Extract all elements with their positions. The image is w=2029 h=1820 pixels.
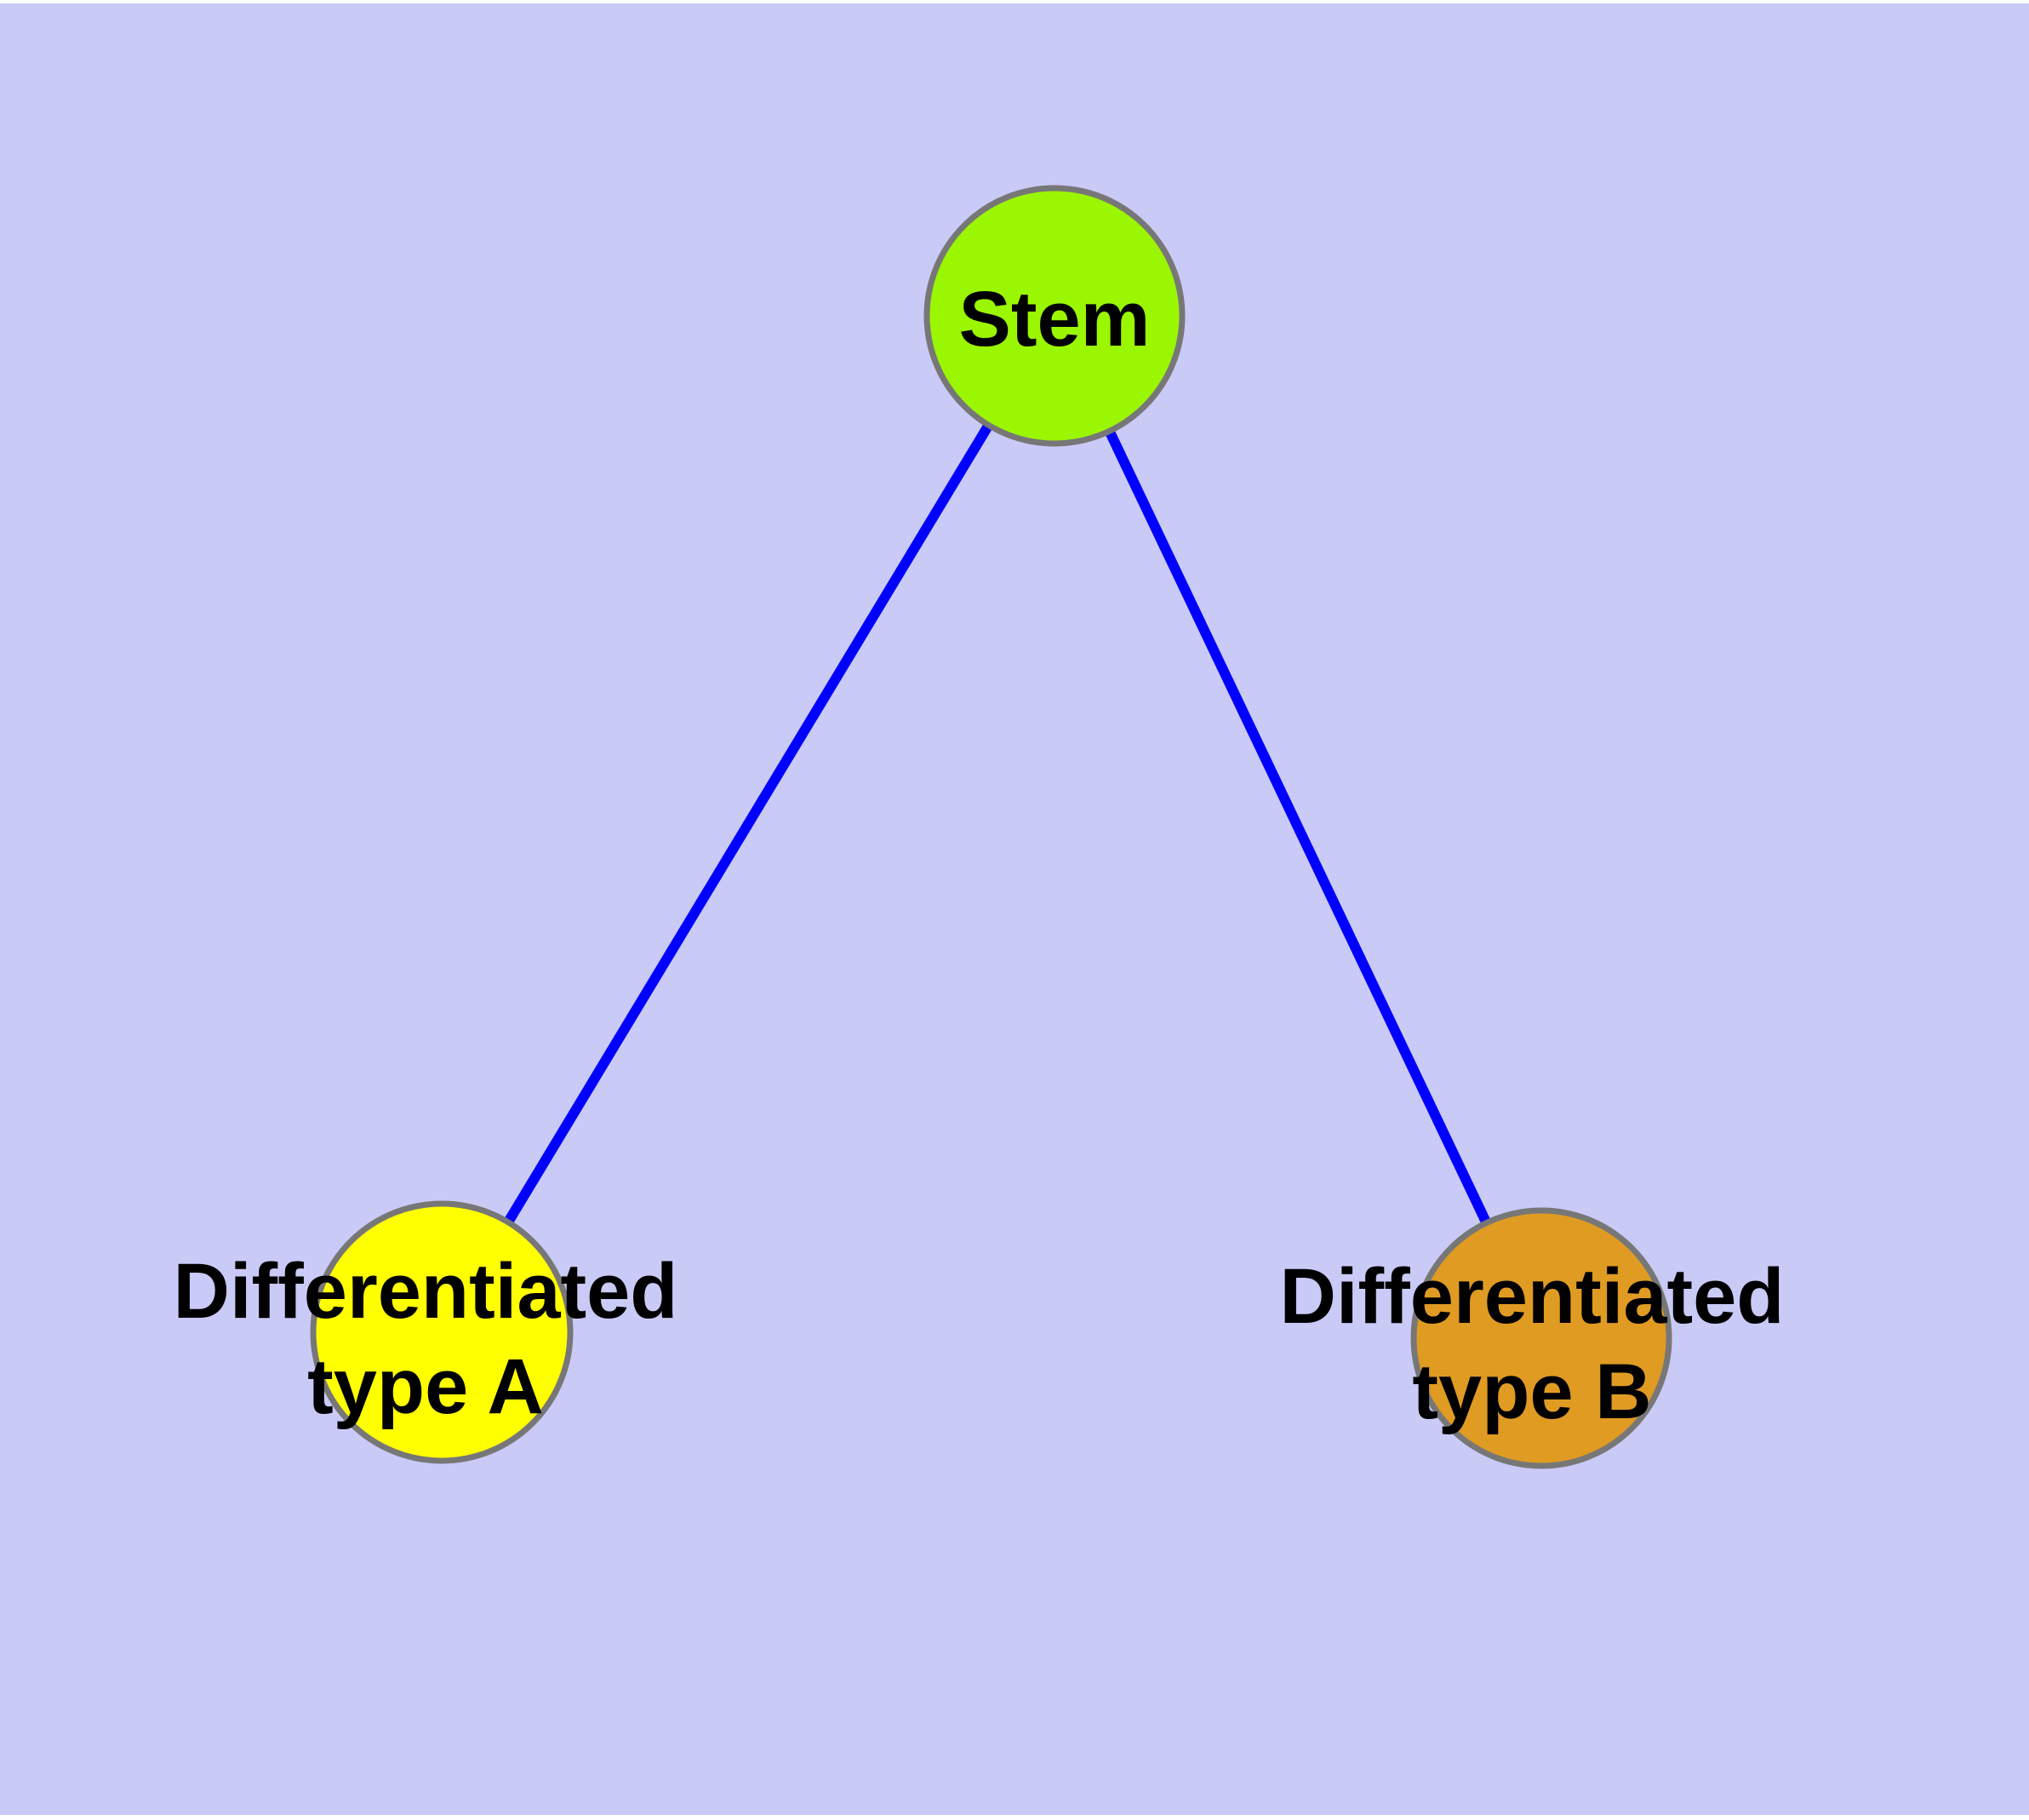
differentiated-type-b-label-line2: type B: [1412, 1348, 1651, 1435]
differentiated-type-a-label-line1: Differentiated: [174, 1248, 678, 1335]
differentiated-type-a-node: [310, 1200, 574, 1464]
stem-node-label: Stem: [959, 276, 1151, 363]
stem-node: [923, 185, 1186, 447]
differentiated-type-b-label-line1: Differentiated: [1280, 1253, 1785, 1340]
differentiated-type-a-label-line2: type A: [307, 1343, 544, 1430]
edge-stem-to-type-a: [437, 312, 1060, 1336]
differentiated-type-b-node: [1410, 1207, 1672, 1469]
edge-stem-to-type-b: [1049, 313, 1546, 1341]
